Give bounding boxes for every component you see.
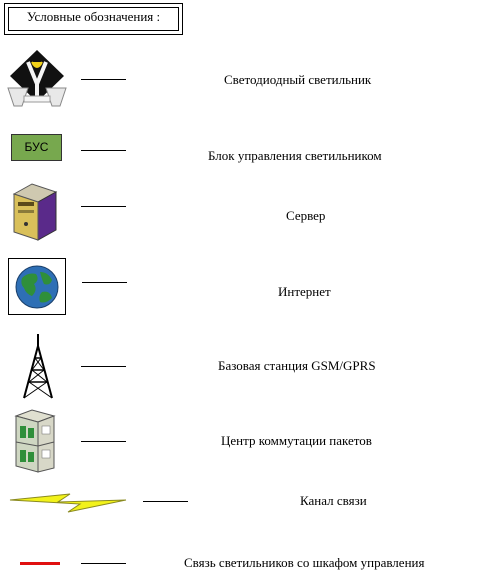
legend-title-box: Условные обозначения : (4, 3, 183, 35)
legend-label: Базовая станция GSM/GPRS (218, 358, 376, 373)
lightning-icon (9, 493, 127, 513)
legend-label: Светодиодный светильник (224, 72, 372, 87)
legend-label: Блок управления светильником (208, 148, 382, 163)
connector-line (82, 282, 127, 283)
red-line-icon (20, 562, 60, 565)
connector-line (81, 206, 126, 207)
legend-title: Условные обозначения : (26, 9, 161, 24)
connector-line (81, 150, 126, 151)
server-icon (12, 183, 58, 241)
legend-label: Центр коммутации пакетов (221, 433, 372, 448)
legend-label: Сервер (286, 208, 326, 223)
connector-line (143, 501, 188, 502)
connector-line (81, 441, 126, 442)
legend-title-inner-frame (8, 7, 179, 31)
legend-label: Интернет (278, 284, 331, 299)
connector-line (81, 366, 126, 367)
connector-line (81, 79, 126, 80)
bus-box-icon: БУС (11, 134, 62, 161)
antenna-tower-icon (23, 334, 53, 399)
legend-label: Канал связи (300, 493, 367, 508)
legend-label: Связь светильников со шкафом управления (184, 555, 425, 570)
led-lamp-icon (7, 50, 67, 107)
connector-line (81, 563, 126, 564)
switch-rack-icon (14, 409, 56, 473)
globe-icon (8, 258, 66, 315)
